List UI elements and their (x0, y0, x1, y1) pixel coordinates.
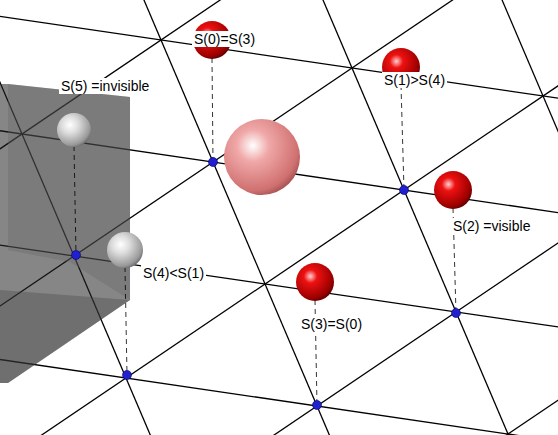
box-face (0, 290, 130, 383)
drop-line (212, 58, 213, 162)
grid-points (72, 158, 461, 410)
grid-point (452, 309, 461, 318)
sphere-label: S(3)=S(0) (299, 316, 364, 332)
grid-line (0, 0, 544, 435)
drop-line (125, 267, 127, 375)
drop-line (74, 146, 76, 255)
grid-line (0, 0, 353, 435)
box-face (8, 84, 130, 300)
grid-line (73, 0, 558, 435)
red-sphere (434, 171, 472, 209)
grid-line (0, 0, 558, 10)
grid-point (123, 371, 132, 380)
grid-line (0, 314, 558, 435)
grey-sphere (107, 232, 143, 268)
grey-sphere (57, 113, 91, 147)
sphere-label: S(4)<S(1) (141, 265, 206, 281)
sphere-label: S(5) =invisible (59, 78, 151, 94)
sphere-label: S(1)>S(4) (382, 72, 447, 88)
grid-point (209, 158, 218, 167)
sphere-label: S(0)=S(3) (192, 31, 257, 47)
red-sphere (296, 263, 334, 301)
grid-line (0, 70, 558, 435)
sphere-label: S(2) =visible (451, 218, 532, 234)
grid-line (353, 0, 558, 435)
grid-point (400, 186, 409, 195)
box-face (0, 84, 130, 383)
pink-sphere (224, 119, 300, 195)
grey-box (0, 84, 130, 383)
grid-line (544, 0, 558, 435)
grid-point (72, 251, 81, 260)
drop-line (401, 85, 404, 190)
grid-line (162, 0, 558, 435)
grid-point (313, 401, 322, 410)
spheres (57, 21, 472, 301)
drop-lines (74, 58, 456, 405)
